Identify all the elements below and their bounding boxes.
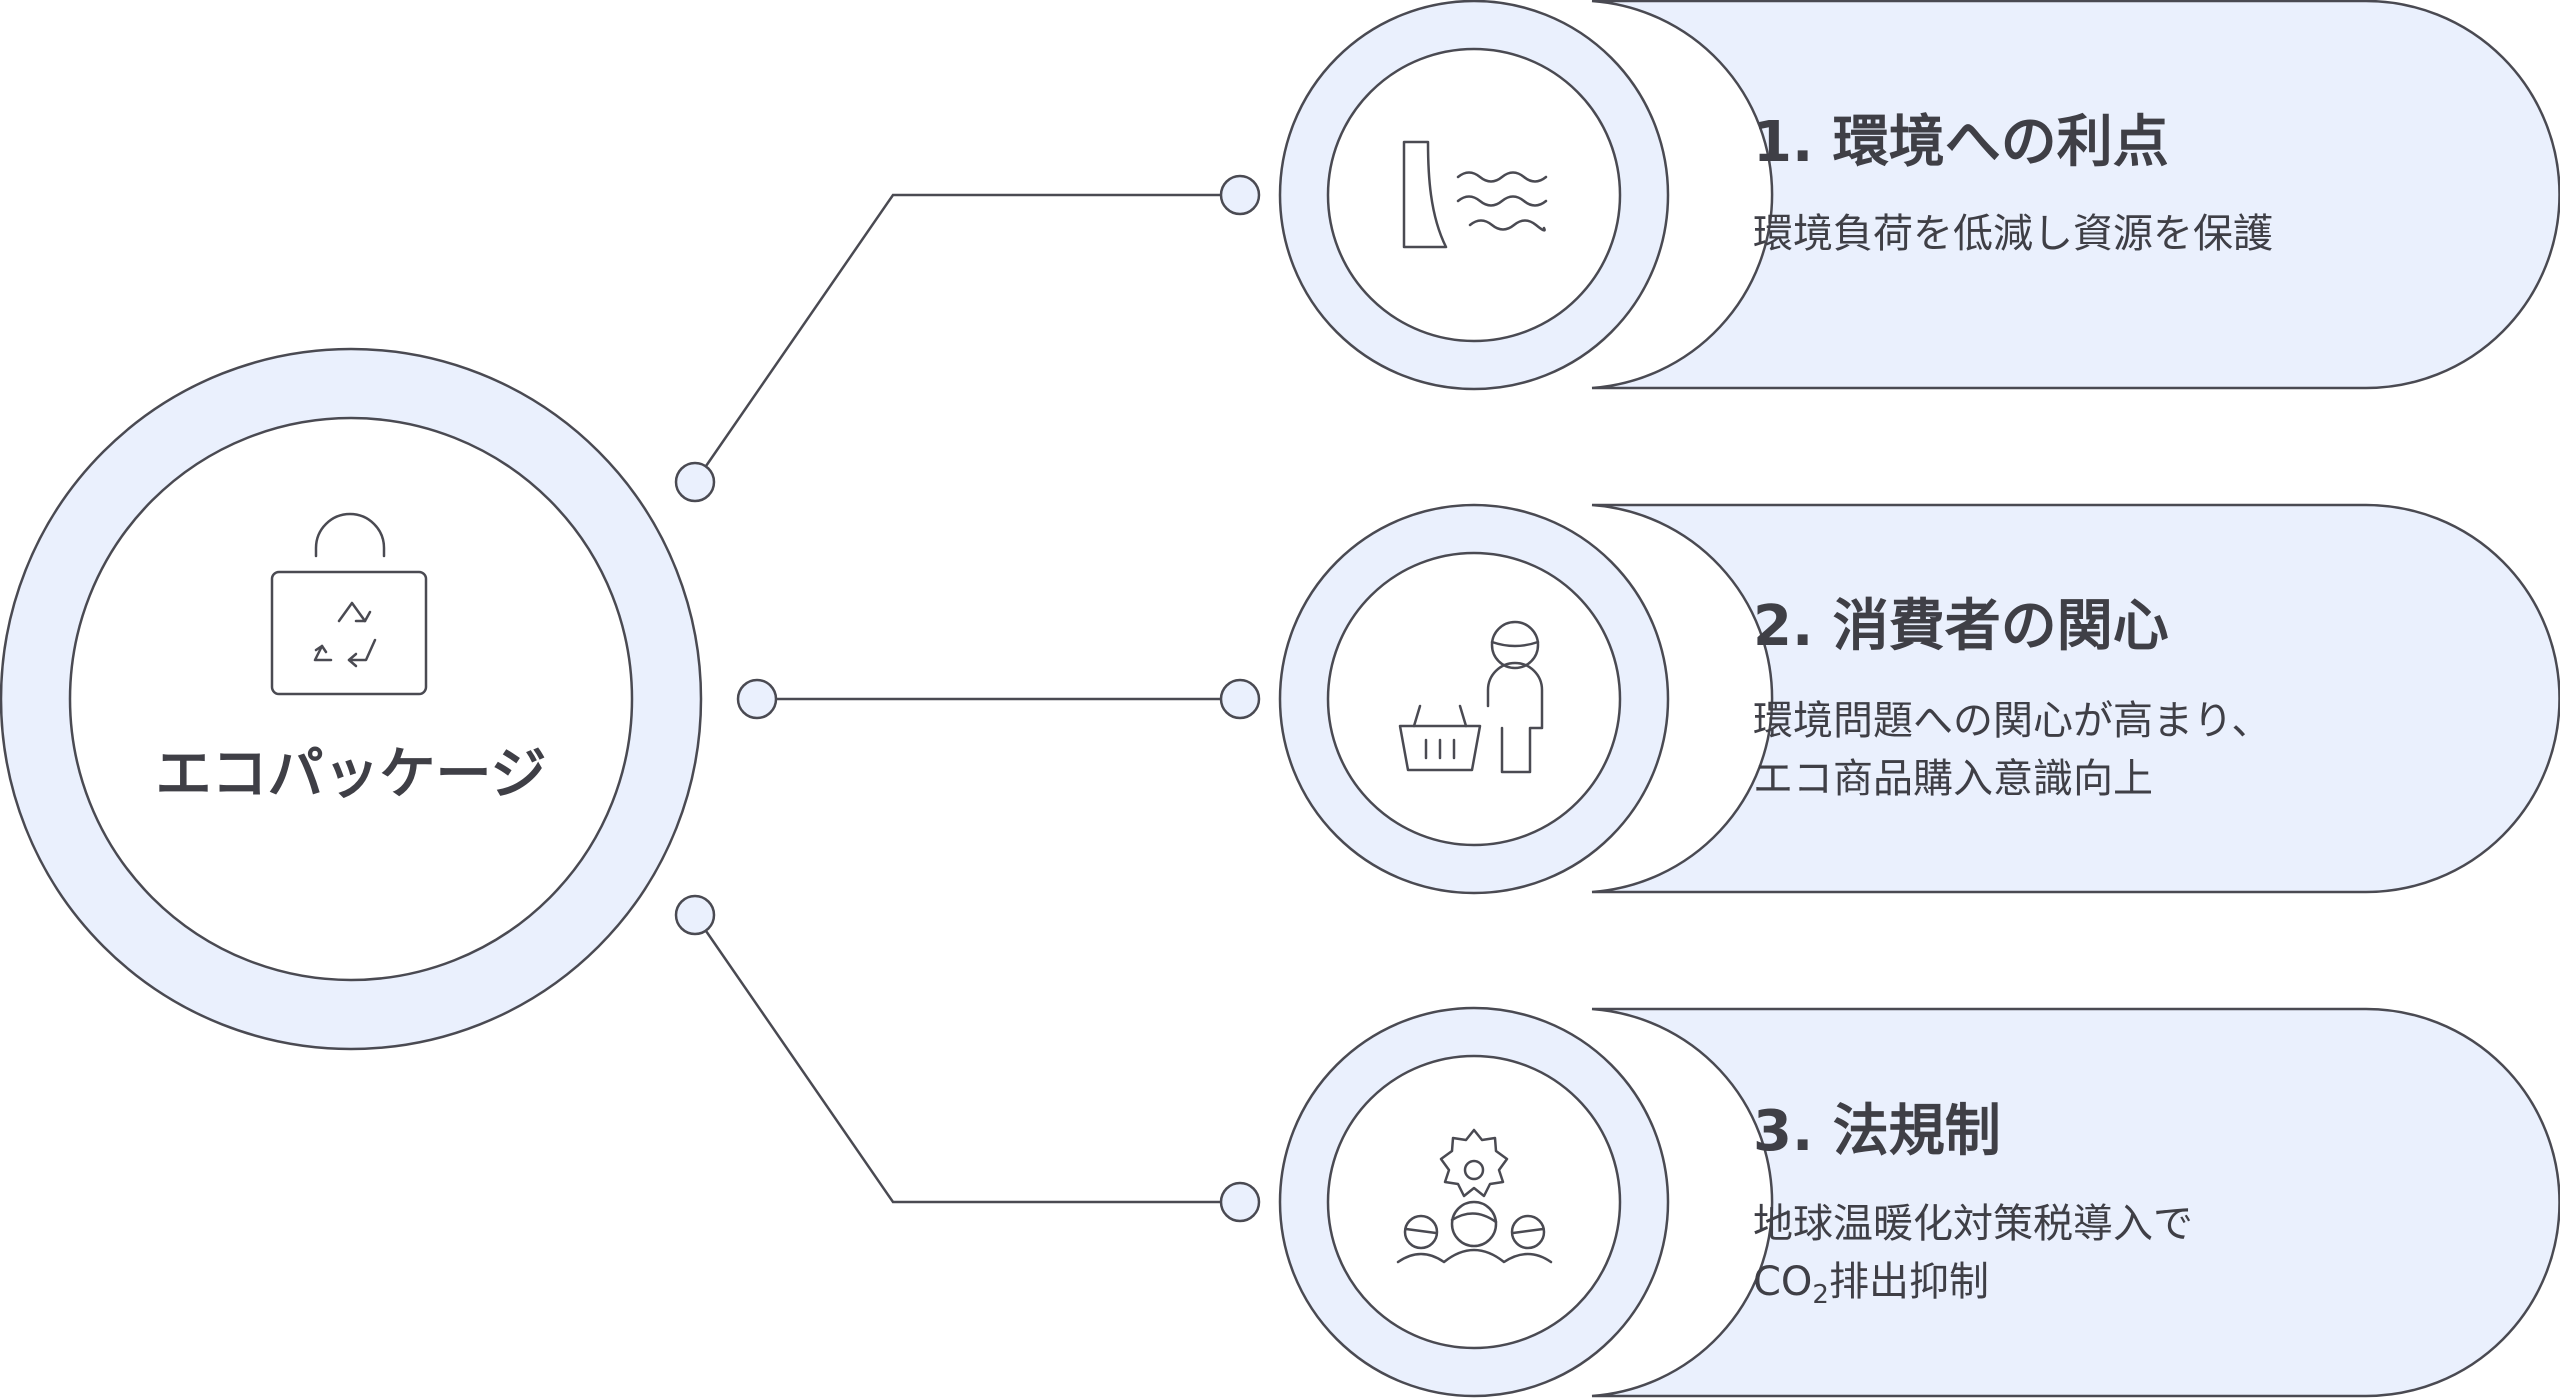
co2-subscript: 2 xyxy=(1812,1280,1829,1310)
card-1-desc-line-1: 環境負荷を低減し資源を保護 xyxy=(1753,211,2273,257)
shopper-basket-icon xyxy=(1398,620,1544,774)
card-3-panel xyxy=(1591,1007,2560,1398)
card-1-title: 1. 環境への利点 xyxy=(1753,110,2169,175)
co2-prefix: CO xyxy=(1753,1259,1813,1305)
card-3-description: 地球温暖化対策税導入で CO2排出抑制 xyxy=(1753,1195,2193,1324)
connector-node-right-3 xyxy=(1219,1181,1261,1223)
connector-node-right-1 xyxy=(1219,174,1261,216)
card-2-description: 環境問題への関心が高まり、 エコ商品購入意識向上 xyxy=(1753,692,2271,808)
card-1 xyxy=(1278,0,2560,391)
card-3-title: 3. 法規制 xyxy=(1753,1099,2001,1164)
card-2-desc-line-2: エコ商品購入意識向上 xyxy=(1753,756,2153,802)
card-1-description: 環境負荷を低減し資源を保護 xyxy=(1753,205,2273,263)
card-1-icon-circle xyxy=(1326,47,1622,343)
connector-nodes xyxy=(674,174,1261,1223)
card-2-desc-line-1: 環境問題への関心が高まり、 xyxy=(1753,698,2272,744)
card-1-panel xyxy=(1591,0,2560,390)
dam-water-icon xyxy=(1402,140,1548,249)
connector-node-left-3 xyxy=(674,894,716,936)
card-2 xyxy=(1278,503,2560,895)
connector-node-right-2 xyxy=(1219,678,1261,720)
card-2-panel xyxy=(1591,503,2560,894)
center-inner-circle xyxy=(68,416,634,982)
connector-node-left-2 xyxy=(736,678,778,720)
connector-node-left-1 xyxy=(674,461,716,503)
center-node xyxy=(0,347,703,1051)
eco-bag-recycle-icon xyxy=(270,512,428,696)
center-label: エコパッケージ xyxy=(155,742,547,807)
connectors xyxy=(693,193,1240,1204)
connector-line-3 xyxy=(693,914,1240,1204)
gear-molecules-icon xyxy=(1396,1128,1553,1264)
card-3-desc-line-1: 地球温暖化対策税導入で xyxy=(1753,1201,2193,1247)
card-2-title: 2. 消費者の関心 xyxy=(1753,594,2169,659)
card-2-icon-circle xyxy=(1326,551,1622,847)
connector-line-1 xyxy=(693,193,1240,483)
card-3 xyxy=(1278,1006,2560,1398)
card-3-desc-line-2-text: 排出抑制 xyxy=(1828,1259,1989,1305)
card-3-desc-line-2: CO2排出抑制 xyxy=(1753,1253,2193,1324)
